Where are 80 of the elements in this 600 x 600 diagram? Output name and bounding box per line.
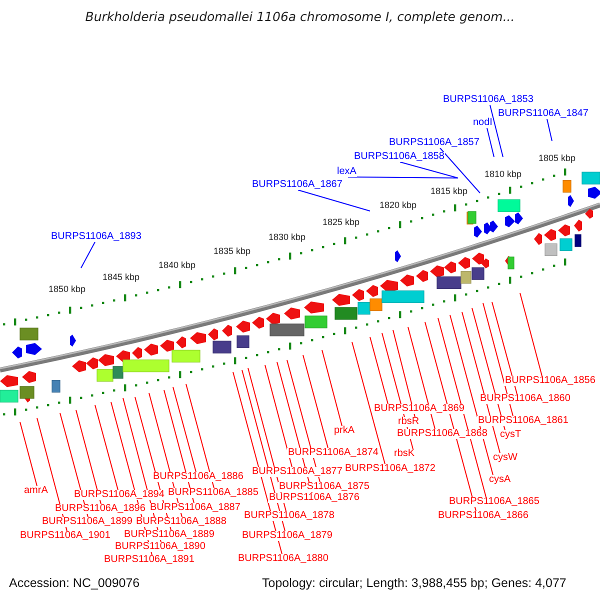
leader-line	[440, 148, 480, 194]
leader-line	[438, 318, 486, 498]
gene-label: BURPS1106A_1894	[73, 490, 166, 500]
gene-label: BURPS1106A_1867	[251, 180, 344, 190]
gene-label: rbsR	[397, 417, 420, 427]
gene-label: cysW	[492, 453, 518, 463]
leader-line	[520, 292, 542, 376]
gene-label: rbsK	[393, 449, 416, 459]
leader-line	[322, 350, 342, 426]
scale-label: 1845 kbp	[102, 273, 140, 282]
scale-label: 1810 kbp	[484, 170, 522, 179]
scale-label: 1815 kbp	[430, 187, 468, 196]
gene-label: BURPS1106A_1872	[344, 464, 436, 474]
leader-line	[492, 302, 518, 394]
leader-line	[462, 312, 500, 454]
gene-label: BURPS1106A_1885	[167, 488, 260, 498]
gene-label: BURPS1106A_1888	[135, 517, 228, 527]
leader-line	[80, 242, 96, 268]
leader-line	[408, 326, 436, 430]
scale-label: 1805 kbp	[538, 154, 576, 163]
gene-label: cysA	[488, 475, 512, 485]
leader-line	[352, 342, 386, 464]
scale-label: 1850 kbp	[48, 285, 86, 294]
leader-line	[302, 354, 328, 448]
gene-label: prkA	[333, 426, 356, 436]
gene-label: BURPS1106A_1876	[268, 493, 360, 503]
gene-label: BURPS1106A_1880	[237, 554, 330, 564]
gene-label: BURPS1106A_1866	[437, 511, 530, 521]
leader-line	[172, 386, 196, 472]
leader-line	[482, 302, 514, 416]
leader-line	[348, 176, 458, 178]
gene-label: BURPS1106A_1889	[123, 530, 216, 540]
leader-line	[20, 422, 38, 486]
gene-label: BURPS1106A_1869	[373, 404, 466, 414]
gene-label: BURPS1106A_1891	[103, 555, 196, 565]
gene-label: BURPS1106A_1860	[479, 394, 572, 404]
gene-label: BURPS1106A_1879	[241, 531, 334, 541]
gene-label: BURPS1106A_1875	[278, 482, 370, 492]
gene-label: amrA	[23, 486, 49, 496]
leader-line	[298, 190, 370, 212]
scale-label: 1830 kbp	[268, 233, 306, 242]
gene-label: BURPS1106A_1893	[50, 232, 142, 242]
gene-label: BURPS1106A_1857	[388, 138, 480, 148]
leader-line	[490, 104, 504, 158]
scale-label: 1840 kbp	[158, 261, 196, 270]
leader-line	[400, 162, 458, 178]
gene-label: cysT	[499, 430, 522, 440]
gene-label: BURPS1106A_1899	[41, 517, 134, 527]
gene-label: BURPS1106A_1865	[448, 497, 540, 507]
gene-label: BURPS1106A_1886	[152, 472, 244, 482]
gene-label: BURPS1106A_1890	[114, 542, 206, 552]
leader-line	[264, 364, 292, 468]
footer-text: Accession: NC_009076	[9, 577, 140, 590]
leader-line	[186, 384, 214, 488]
gene-label: BURPS1106A_1868	[396, 429, 488, 439]
gene-label: lexA	[336, 167, 358, 177]
leader-line	[486, 128, 494, 158]
leader-line	[450, 314, 494, 476]
gene-label: BURPS1106A_1861	[477, 416, 570, 426]
gene-label: nodI	[472, 118, 494, 128]
leader-line	[546, 118, 552, 142]
gene-label: BURPS1106A_1856	[504, 376, 596, 386]
gene-label: BURPS1106A_1896	[54, 504, 146, 514]
scale-label: 1835 kbp	[213, 247, 251, 256]
gene-label: BURPS1106A_1858	[353, 152, 446, 162]
leader-line	[76, 410, 102, 504]
chart-title: Burkholderia pseudomallei 1106a chromosome I, complete genom...	[84, 11, 516, 24]
gene-label: BURPS1106A_1878	[243, 511, 336, 521]
gene-label: BURPS1106A_1874	[287, 448, 380, 458]
gene-label: BURPS1106A_1853	[442, 95, 534, 105]
scale-label: 1825 kbp	[322, 218, 360, 227]
leader-line	[94, 404, 118, 490]
footer-text: Topology: circular; Length: 3,988,455 bp; Genes: 4,077	[262, 577, 566, 590]
gene-label: BURPS1106A_1847	[497, 109, 590, 119]
gene-label: BURPS1106A_1877	[251, 467, 344, 477]
leader-line	[370, 336, 388, 404]
gene-label: BURPS1106A_1901	[19, 531, 112, 541]
leader-line	[392, 330, 416, 418]
gene-label: BURPS1106A_1887	[149, 503, 242, 513]
scale-label: 1820 kbp	[379, 201, 417, 210]
